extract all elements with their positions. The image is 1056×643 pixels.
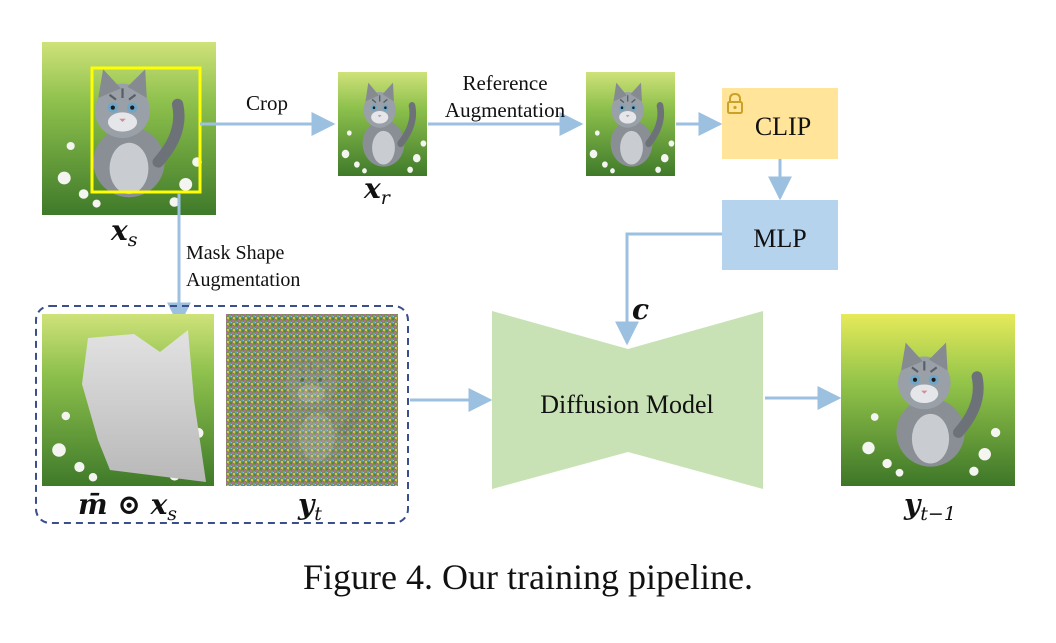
mlp: MLP (722, 200, 838, 270)
label-masked-source: m̄ ⊙ xs (78, 488, 177, 525)
label-c: c (632, 293, 649, 326)
crop-box (90, 66, 202, 194)
label-ytm1: yt−1 (903, 488, 956, 525)
reference-augmentation-label-line1: Reference (462, 71, 547, 95)
label-xs: xs (110, 214, 138, 251)
noisy-image (226, 314, 398, 486)
cropped-image (338, 72, 427, 176)
diffusion-model: Diffusion Model (492, 311, 763, 489)
svg-text:yt: yt (297, 488, 322, 525)
output-image (841, 314, 1015, 486)
svg-text:xr: xr (363, 172, 392, 209)
reference-augmentation-label-line2: Augmentation (445, 98, 566, 122)
svg-text:xs: xs (110, 214, 138, 251)
source-image (42, 42, 216, 215)
label-yt: yt (297, 488, 322, 525)
augmented-reference-image (586, 72, 675, 176)
svg-text:yt−1: yt−1 (903, 488, 956, 525)
masked-source-image (42, 314, 214, 486)
figure-caption: Figure 4. Our training pipeline. (303, 557, 753, 597)
mask-shape (82, 330, 206, 482)
svg-text:CLIP: CLIP (755, 112, 811, 141)
svg-text:Diffusion Model: Diffusion Model (540, 390, 714, 419)
svg-text:MLP: MLP (753, 224, 806, 253)
condition-arrow (615, 232, 722, 346)
crop-label: Crop (246, 91, 288, 115)
label-xr: xr (363, 172, 392, 209)
input-group (35, 305, 409, 524)
lock-icon (727, 92, 743, 114)
clip-encoder: CLIP (722, 88, 838, 159)
svg-text:m̄ ⊙ xs: m̄ ⊙ xs (78, 488, 177, 525)
mask-augmentation-label-line2: Augmentation (186, 269, 300, 291)
mask-augmentation-label-line1: Mask Shape (186, 242, 284, 264)
